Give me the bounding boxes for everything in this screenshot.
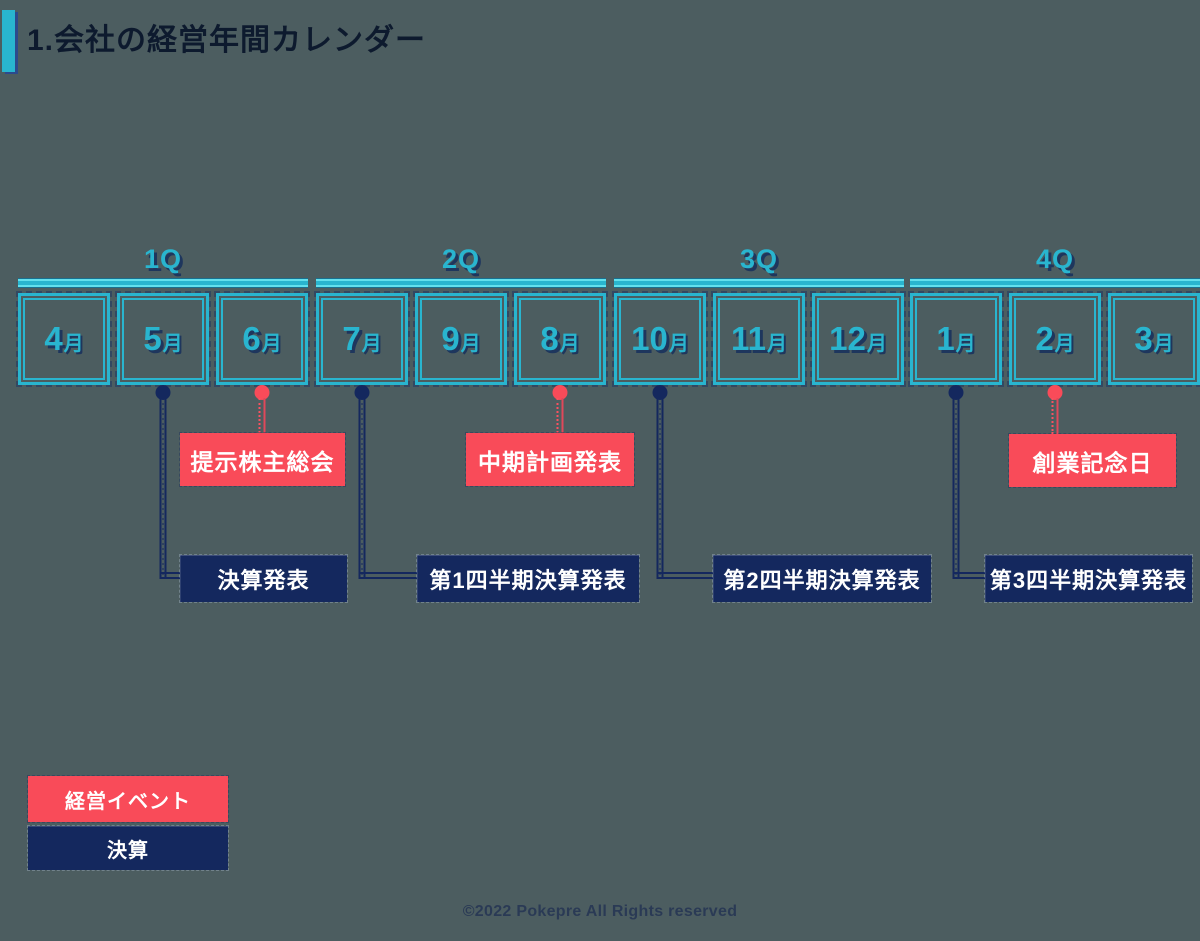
month-unit: 月 [668, 333, 689, 355]
footer-copyright: ©2022 Pokepre All Rights reserved [462, 903, 738, 920]
event-label-management: 創業記念日 [1008, 433, 1177, 488]
page-title: 1.会社の経営年間カレンダー [27, 24, 427, 57]
connector-line [656, 398, 664, 579]
month-number: 11 [731, 320, 766, 357]
month-unit: 月 [866, 333, 887, 355]
month-unit: 月 [261, 333, 282, 355]
financial-dot [155, 385, 171, 400]
management-dot [1047, 385, 1063, 400]
quarter-label: 2Q [441, 244, 481, 274]
event-label-financial: 決算発表 [179, 554, 348, 603]
event-label-management: 中期計画発表 [465, 432, 635, 487]
month-number: 2 [1035, 320, 1054, 357]
quarter-bar [18, 278, 308, 288]
event-label-financial: 第2四半期決算発表 [712, 554, 932, 603]
connector-line [258, 398, 266, 433]
connector-line [952, 398, 960, 579]
month-unit: 月 [162, 333, 183, 355]
month-unit: 月 [766, 333, 787, 355]
title-accent-bar [2, 10, 15, 72]
month-number: 8 [540, 320, 559, 357]
month-number: 6 [242, 320, 261, 357]
legend-financial: 決算 [27, 825, 229, 871]
month-number: 5 [143, 320, 162, 357]
month-unit: 月 [460, 333, 481, 355]
quarter-label: 4Q [1035, 244, 1075, 274]
connector-line [159, 398, 167, 579]
connector-line [160, 572, 184, 579]
financial-dot [948, 385, 964, 400]
legend: 経営イベント 決算 [27, 775, 229, 871]
month-unit: 月 [1153, 333, 1174, 355]
title-block: 1.会社の経営年間カレンダー [2, 10, 426, 72]
event-label-financial: 第3四半期決算発表 [984, 554, 1193, 603]
connector-line [359, 572, 421, 579]
management-dot [552, 385, 568, 400]
connector-line [657, 572, 717, 579]
month-number: 4 [44, 320, 63, 357]
month-number: 7 [342, 320, 361, 357]
connector-line [1051, 398, 1059, 434]
month-number: 9 [441, 320, 460, 357]
month-number: 3 [1134, 320, 1153, 357]
event-label-management: 提示株主総会 [179, 432, 346, 487]
month-unit: 月 [559, 333, 580, 355]
quarter-bar [910, 278, 1200, 288]
month-unit: 月 [63, 333, 84, 355]
month-number: 1 [936, 320, 955, 357]
month-unit: 月 [361, 333, 382, 355]
quarter-bar [614, 278, 904, 288]
quarter-label: 1Q [143, 244, 183, 274]
month-number: 12 [829, 320, 866, 357]
month-unit: 月 [955, 333, 976, 355]
month-number: 10 [631, 320, 668, 357]
management-dot [254, 385, 270, 400]
quarter-label: 3Q [739, 244, 779, 274]
financial-dot [354, 385, 370, 400]
legend-management: 経営イベント [27, 775, 229, 823]
connector-line [556, 398, 564, 433]
financial-dot [652, 385, 668, 400]
quarter-bar [316, 278, 606, 288]
event-label-financial: 第1四半期決算発表 [416, 554, 640, 603]
connector-line [953, 572, 989, 579]
connector-line [358, 398, 366, 579]
month-unit: 月 [1054, 333, 1075, 355]
